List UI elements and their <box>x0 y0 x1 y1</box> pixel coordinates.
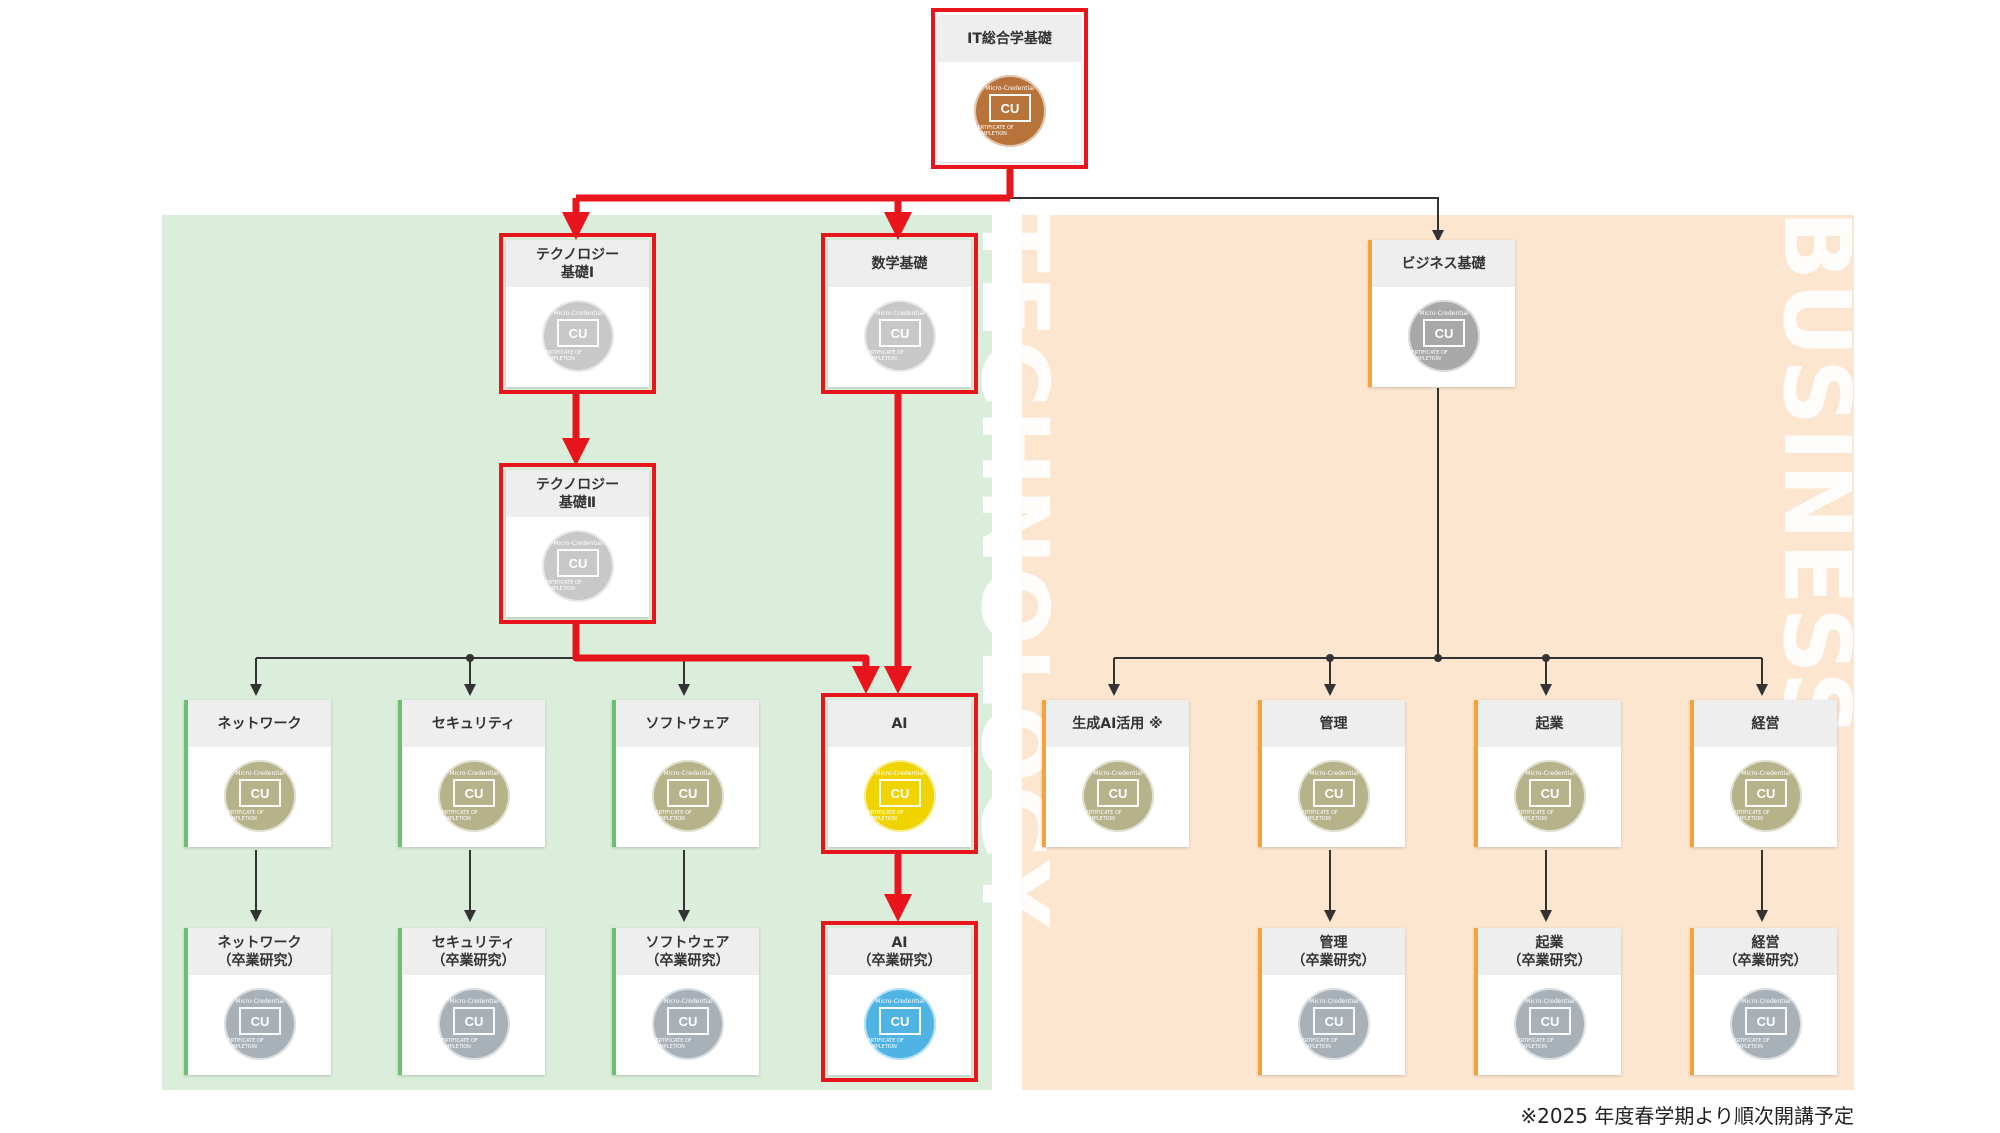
card-title: 数学基礎 <box>828 240 971 287</box>
footnote: ※2025 年度春学期より順次開講予定 <box>1520 1104 1854 1128</box>
card-title: 起業 <box>1478 700 1621 747</box>
card-title: ソフトウェア （卒業研究） <box>616 928 759 975</box>
card-title: 生成AI活用 ※ <box>1046 700 1189 747</box>
card-title: ネットワーク （卒業研究） <box>188 928 331 975</box>
card-title: セキュリティ <box>402 700 545 747</box>
card-title: ネットワーク <box>188 700 331 747</box>
card-title: AI （卒業研究） <box>828 928 971 975</box>
card-title: IT総合学基礎 <box>938 15 1081 62</box>
card-title: セキュリティ （卒業研究） <box>402 928 545 975</box>
card-title: ビジネス基礎 <box>1372 240 1515 287</box>
card-title: テクノロジー 基礎Ⅰ <box>506 240 649 287</box>
card-title: 管理 <box>1262 700 1405 747</box>
card-title: 管理 （卒業研究） <box>1262 928 1405 975</box>
card-title: テクノロジー 基礎Ⅱ <box>506 470 649 517</box>
card-title: ソフトウェア <box>616 700 759 747</box>
card-title: AI <box>828 700 971 747</box>
edge-tech2-ai <box>572 622 880 694</box>
card-title: 起業 （卒業研究） <box>1478 928 1621 975</box>
edge-it-to-business <box>1010 197 1444 242</box>
card-title: 経営 （卒業研究） <box>1694 928 1837 975</box>
card-title: 経営 <box>1694 700 1837 747</box>
